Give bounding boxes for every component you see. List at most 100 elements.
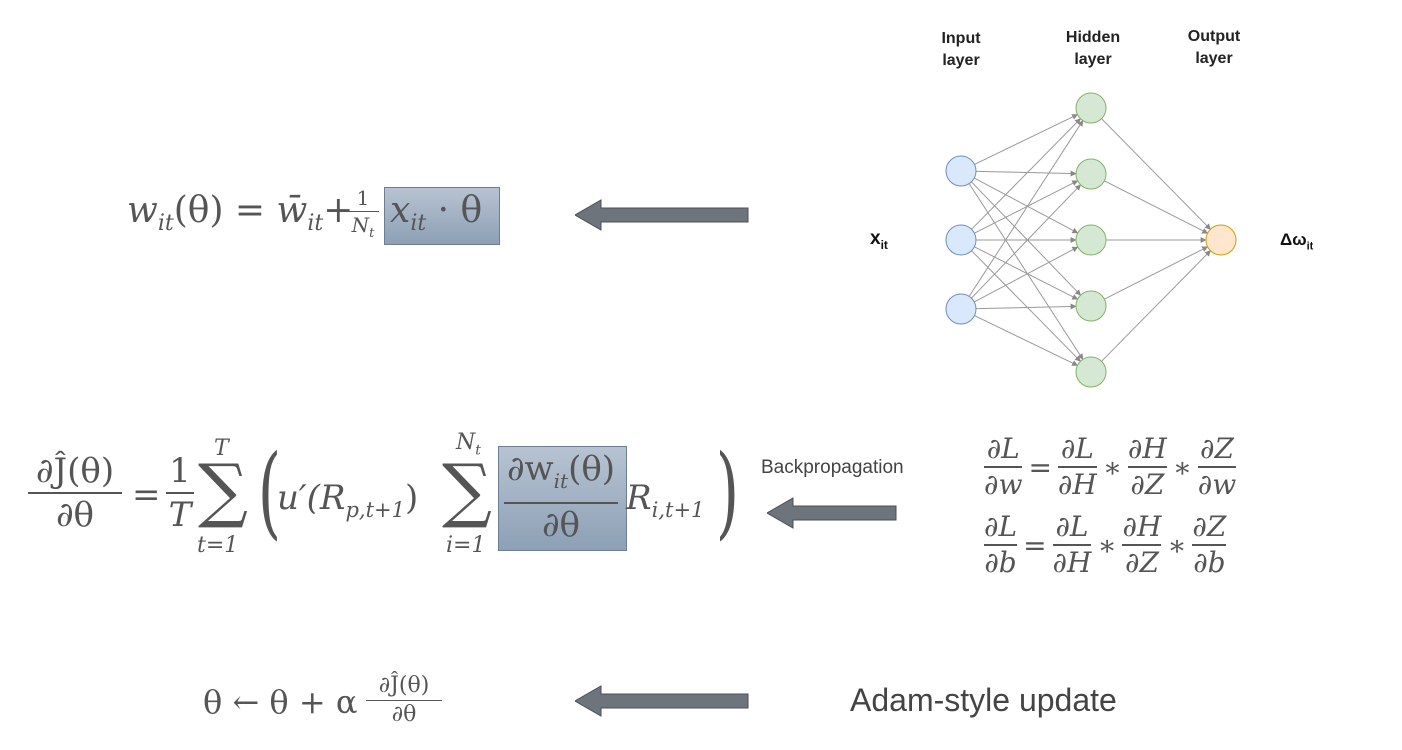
eq3-lhs: θ ← θ + α	[203, 683, 358, 721]
edge-l0-2-2	[974, 246, 1079, 303]
eq2-g-bar	[504, 501, 618, 504]
output-layer-label-line1: Output	[1187, 28, 1241, 45]
eq1-frac-den-n: N	[351, 213, 370, 237]
chain0-eq: =	[1028, 450, 1052, 484]
chain0-lhs-bar	[984, 466, 1023, 468]
chain0-term3-bar	[1197, 466, 1237, 468]
edge-l0-0-0	[974, 114, 1079, 165]
input-variable-label: xit	[870, 228, 888, 252]
chain0-term1-bar	[1057, 466, 1097, 468]
eq2-sum2-top-sub: t	[475, 442, 481, 459]
eq2-g-den: ∂θ	[541, 504, 581, 545]
edge-l1-0-0	[1101, 118, 1211, 230]
equation-weight-policy: wit(θ) = w̄it+	[127, 190, 353, 250]
chain-rule-dw: ∂L∂w=∂L∂H∗∂H∂Z∗∂Z∂w	[982, 432, 1238, 504]
highlight-box-x-theta	[384, 187, 500, 245]
chain1-term1-den: ∂H	[1052, 546, 1092, 579]
chain0-term2-num: ∂H	[1127, 432, 1167, 465]
edge-l0-1-1	[974, 180, 1079, 234]
adam-update-label: Adam-style update	[850, 682, 1117, 718]
edge-l0-1-3	[974, 246, 1079, 300]
chain0-term2: ∂H∂Z	[1127, 432, 1167, 502]
input-node-0	[945, 155, 977, 187]
chain0-lhs-num: ∂L	[986, 432, 1020, 465]
eq2-return: Ri,t+1	[626, 478, 704, 522]
eq2-sum1-bottom: t=1	[197, 533, 239, 558]
chain1-lhs: ∂L∂b	[984, 510, 1018, 580]
eq2-sum2-top: Nt	[456, 430, 481, 458]
eq3-bar	[366, 700, 442, 701]
eq1-w: w	[127, 190, 158, 231]
eq1-x-theta: xit · θ	[390, 190, 482, 236]
eq2-utility: u′(Rp,t+1)	[277, 478, 418, 522]
eq1-frac-num: 1	[356, 186, 370, 210]
eq3-den: ∂θ	[391, 702, 417, 727]
eq2-lhs-num: ∂Ĵ(θ)	[35, 451, 115, 491]
output-variable-label: Δωit	[1280, 230, 1313, 252]
chain0-term3: ∂Z∂w	[1197, 432, 1237, 502]
chain1-lhs-den: ∂b	[984, 546, 1017, 579]
edge-l0-1-0	[971, 118, 1081, 230]
output-layer-label: Output layer	[1169, 26, 1259, 70]
output-node-0	[1205, 224, 1237, 256]
chain-rule-db: ∂L∂b=∂L∂H∗∂H∂Z∗∂Z∂b	[982, 510, 1228, 582]
hidden-node-4	[1075, 356, 1107, 388]
eq2-sum2-top-n: N	[456, 430, 476, 455]
chain1-lhs-num: ∂L	[984, 510, 1018, 543]
output-var: Δω	[1280, 230, 1307, 249]
eq2-one-over-t: 1 T	[166, 450, 194, 536]
chain1-mul2: ∗	[1167, 528, 1187, 562]
chain1-term1-bar	[1052, 544, 1092, 546]
edge-l0-0-1	[975, 170, 1077, 177]
eq1-frac-bar	[347, 211, 379, 212]
input-layer-label-line2: layer	[942, 52, 980, 69]
eq2-sum2-bottom: i=1	[446, 533, 486, 558]
chain0-mul1: ∗	[1102, 450, 1122, 484]
hidden-layer-label-line2: layer	[1074, 51, 1112, 68]
output-layer-label-line2: layer	[1195, 50, 1233, 67]
eq2-lhs-bar	[28, 492, 122, 494]
eq2-sum1-symbol: ∑	[198, 449, 248, 531]
edge-l0-0-4	[968, 183, 1084, 360]
hidden-node-1	[1075, 158, 1107, 190]
hidden-node-0	[1075, 92, 1107, 124]
hidden-layer-label: Hidden layer	[1048, 27, 1138, 71]
eq2-equals: =	[132, 475, 161, 515]
hidden-node-3	[1075, 290, 1107, 322]
output-var-sub: it	[1306, 240, 1314, 253]
chain0-term2-den: ∂Z	[1130, 468, 1165, 501]
highlight-box-gradient	[498, 446, 627, 551]
eq2-left-paren: (	[257, 433, 282, 550]
chain0-term2-bar	[1127, 466, 1167, 468]
chain1-term1-num: ∂L	[1055, 510, 1089, 543]
hidden-layer-label-line1: Hidden	[1065, 29, 1121, 46]
chain1-term3-den: ∂b	[1193, 546, 1226, 579]
eq2-right-paren: )	[715, 433, 740, 550]
edge-l0-2-3	[975, 303, 1077, 310]
eq2-c-den: T	[168, 495, 192, 535]
eq2-g-num-text: ∂w	[506, 449, 554, 489]
input-var: x	[870, 228, 881, 249]
chain1-term3-num: ∂Z	[1192, 510, 1227, 543]
eq2-g-num: ∂wit(θ)	[500, 448, 622, 502]
chain1-lhs-bar	[984, 544, 1018, 546]
input-layer-label: Input layer	[916, 28, 1006, 72]
eq1-arg: (θ) =	[173, 190, 277, 231]
chain0-lhs-den: ∂w	[984, 468, 1023, 501]
chain1-term3: ∂Z∂b	[1192, 510, 1227, 580]
edge-l0-0-3	[971, 181, 1082, 296]
input-layer-label-line1: Input	[941, 30, 981, 47]
arrow-left-3	[575, 685, 749, 717]
chain0-term3-num: ∂Z	[1200, 432, 1234, 465]
input-node-2	[945, 293, 977, 325]
edge-l1-1-0	[1104, 180, 1209, 234]
chain1-term2-num: ∂H	[1122, 510, 1162, 543]
chain0-lhs: ∂L∂w	[984, 432, 1023, 502]
eq2-sum2-symbol: ∑	[442, 449, 492, 531]
chain0-mul2: ∗	[1172, 450, 1192, 484]
eq3-num: ∂Ĵ(θ)	[378, 673, 430, 698]
chain0-term1-den: ∂H	[1057, 468, 1097, 501]
edge-l1-3-0	[1104, 246, 1209, 300]
backpropagation-label: Backpropagation	[761, 457, 904, 478]
edge-l1-4-0	[1101, 250, 1211, 362]
